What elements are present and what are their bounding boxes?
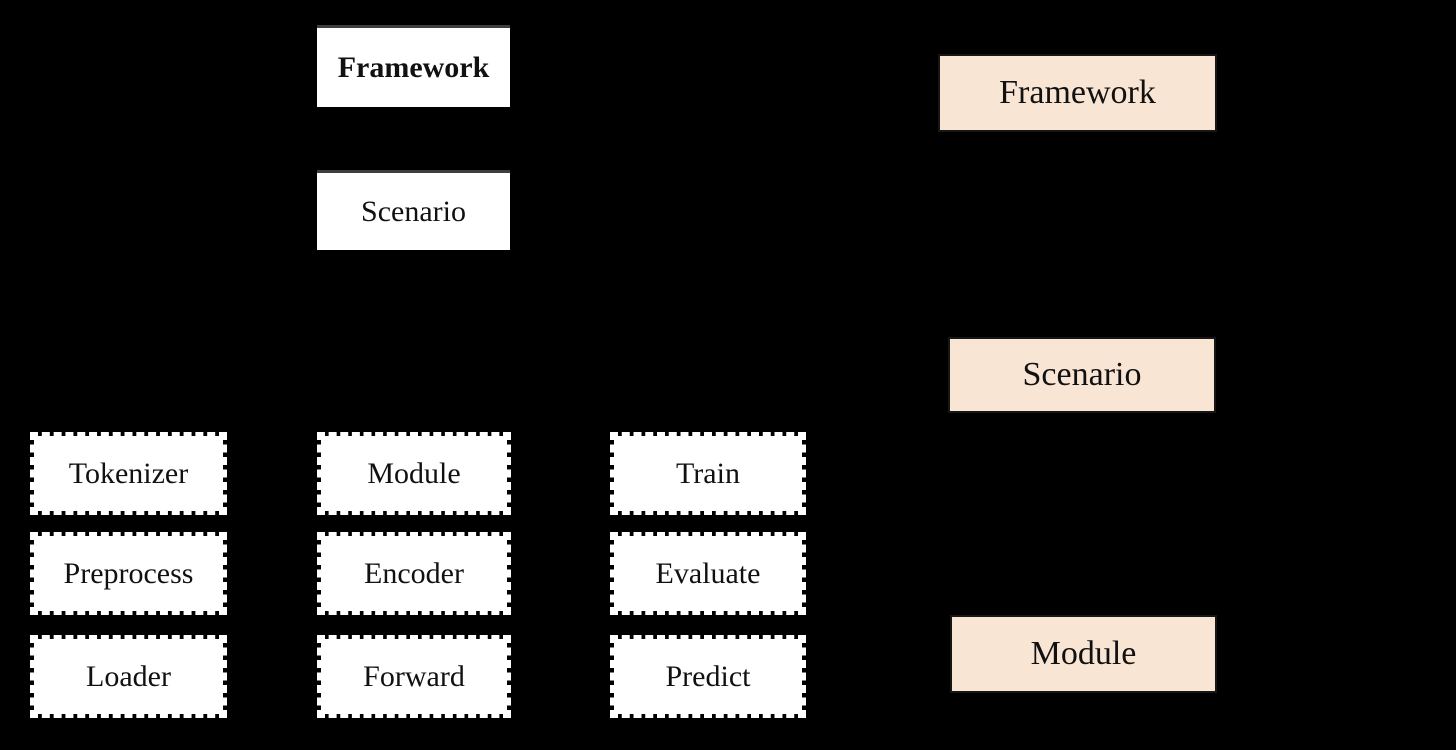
dashed-box-train: Train bbox=[610, 432, 806, 515]
loader-label: Loader bbox=[86, 659, 171, 693]
dashed-box-predict: Predict bbox=[610, 635, 806, 718]
right-module-box: Module bbox=[950, 615, 1217, 693]
forward-label: Forward bbox=[363, 659, 465, 693]
dashed-box-encoder: Encoder bbox=[317, 532, 511, 615]
encoder-label: Encoder bbox=[364, 556, 464, 590]
right-module-label: Module bbox=[1030, 635, 1137, 672]
dashed-box-tokenizer: Tokenizer bbox=[30, 432, 227, 515]
left-scenario-label: Scenario bbox=[361, 194, 466, 228]
dashed-box-preprocess: Preprocess bbox=[30, 532, 227, 615]
predict-label: Predict bbox=[665, 659, 751, 693]
left-scenario-box: Scenario bbox=[317, 170, 510, 250]
preprocess-label: Preprocess bbox=[63, 556, 194, 590]
dashed-box-loader: Loader bbox=[30, 635, 227, 718]
left-framework-label: Framework bbox=[337, 50, 490, 84]
module-label: Module bbox=[367, 456, 461, 490]
dashed-box-evaluate: Evaluate bbox=[610, 532, 806, 615]
dashed-box-module: Module bbox=[317, 432, 511, 515]
right-framework-box: Framework bbox=[938, 54, 1217, 132]
train-label: Train bbox=[676, 456, 740, 490]
left-framework-box: Framework bbox=[317, 25, 510, 107]
evaluate-label: Evaluate bbox=[655, 556, 761, 590]
tokenizer-label: Tokenizer bbox=[68, 456, 189, 490]
right-scenario-label: Scenario bbox=[1022, 356, 1142, 393]
right-framework-label: Framework bbox=[999, 74, 1156, 111]
right-scenario-box: Scenario bbox=[948, 337, 1216, 413]
dashed-box-forward: Forward bbox=[317, 635, 511, 718]
